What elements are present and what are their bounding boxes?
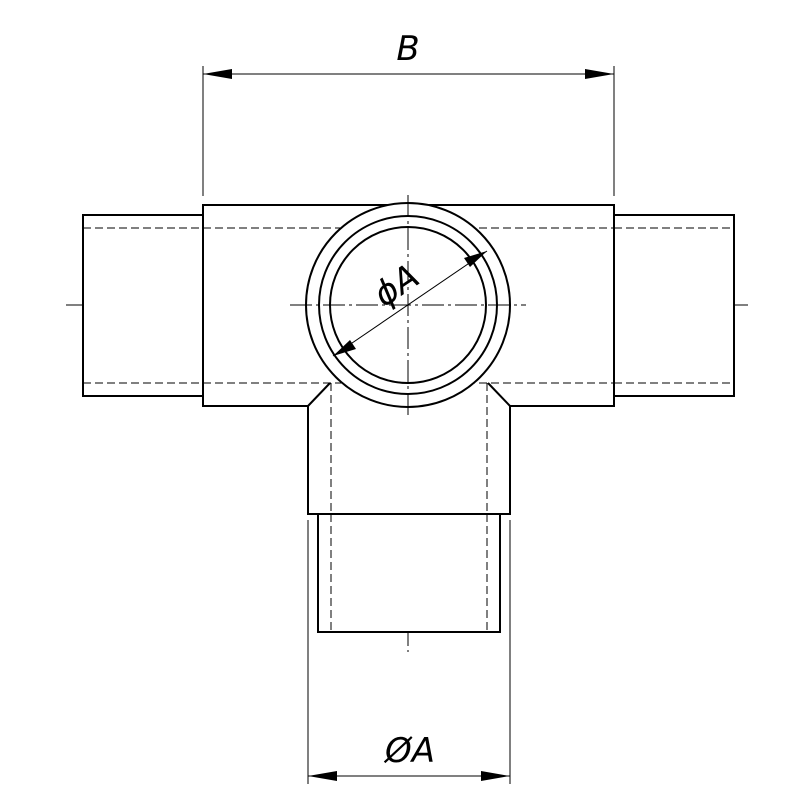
right-chamfer [487, 382, 511, 407]
width-label: B [396, 29, 419, 69]
left-chamfer [307, 382, 331, 407]
bottom-spigot [317, 513, 501, 633]
bottom-diameter-dimension: ØA [307, 520, 511, 784]
left-spigot [82, 214, 204, 397]
right-spigot [613, 214, 735, 397]
bottom-diameter-label: ØA [383, 731, 435, 771]
width-dimension: B [202, 29, 615, 196]
